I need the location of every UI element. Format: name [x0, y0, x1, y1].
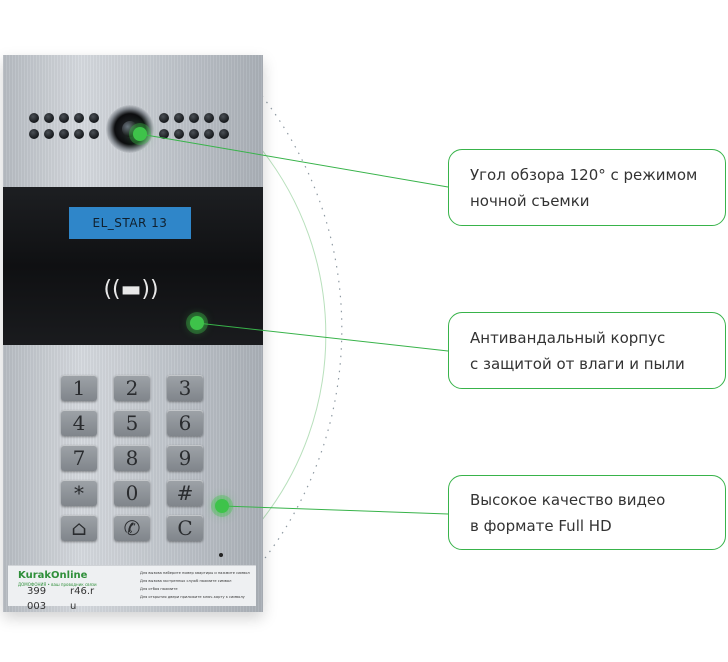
callout-text: Угол обзора 120° с режимом — [470, 165, 698, 184]
speaker-hole — [174, 113, 184, 123]
catalog-text: 003 — [27, 601, 47, 612]
speaker-hole — [189, 129, 199, 139]
speaker-hole — [204, 129, 214, 139]
instruction-line: Для открытия двери приложите ключ-карту … — [140, 595, 245, 599]
instruction-plate: KurakOnline ДОМОФОНИЯ • ваш проводник св… — [8, 565, 256, 606]
speaker-hole — [89, 113, 99, 123]
keypad-key[interactable]: # — [167, 480, 203, 506]
speaker-hole — [59, 129, 69, 139]
speaker-hole — [204, 113, 214, 123]
instruction-line: Для вызова наберите номер квартиры и наж… — [140, 571, 250, 575]
catalog-text: r46.r — [70, 586, 95, 597]
speaker-hole — [74, 113, 84, 123]
callout-text: с защитой от влаги и пыли — [470, 354, 685, 373]
keypad-key[interactable]: 7 — [61, 445, 97, 471]
brand-tagline: ДОМОФОНИЯ • ваш проводник связи — [18, 582, 97, 587]
speaker-hole — [74, 129, 84, 139]
speaker-hole — [29, 129, 39, 139]
keypad-key[interactable]: 2 — [114, 375, 150, 401]
speaker-hole — [89, 129, 99, 139]
camera-marker-dot — [133, 127, 147, 141]
callout-text: в формате Full HD — [470, 516, 612, 535]
rfid-reader-icon: ((▬)) — [103, 276, 159, 302]
callout-text: ночной съемки — [470, 191, 590, 210]
callout-text: Высокое качество видео — [470, 490, 666, 509]
speaker-hole — [159, 113, 169, 123]
speaker-hole — [29, 113, 39, 123]
keypad-key[interactable]: ⌂ — [61, 515, 97, 541]
microphone-hole — [219, 553, 223, 557]
speaker-hole — [44, 113, 54, 123]
keypad-key[interactable]: 9 — [167, 445, 203, 471]
callout-text: Антивандальный корпус — [470, 328, 666, 347]
callout-camera-angle: Угол обзора 120° с режимом ночной съемки — [448, 149, 726, 226]
speaker-hole — [189, 113, 199, 123]
instruction-text: Для вызова наберите номер квартиры и наж… — [140, 569, 250, 601]
camera-lens-housing — [106, 105, 154, 153]
speaker-hole — [219, 113, 229, 123]
keypad-key[interactable]: 5 — [114, 410, 150, 436]
display-band: EL_STAR 13 ((▬)) — [3, 187, 263, 345]
speaker-hole — [159, 129, 169, 139]
speaker-hole — [44, 129, 54, 139]
keypad-key[interactable]: 3 — [167, 375, 203, 401]
instruction-line: Для отбоя нажмите — [140, 587, 178, 591]
video-marker-dot — [215, 499, 229, 513]
brand-logo: KurakOnline — [18, 570, 88, 581]
speaker-hole — [59, 113, 69, 123]
instruction-line: Для вызова экстренных служб нажмите симв… — [140, 579, 232, 583]
catalog-text: 399 — [27, 586, 47, 597]
body-marker-dot — [190, 316, 204, 330]
keypad-key[interactable]: 8 — [114, 445, 150, 471]
speaker-hole — [219, 129, 229, 139]
keypad-key[interactable]: 0 — [114, 480, 150, 506]
catalog-text: u — [70, 601, 77, 612]
keypad-key[interactable]: 1 — [61, 375, 97, 401]
callout-video-quality: Высокое качество видео в формате Full HD — [448, 475, 726, 550]
keypad-key[interactable]: C — [167, 515, 203, 541]
speaker-hole — [174, 129, 184, 139]
keypad-key[interactable]: * — [61, 480, 97, 506]
lcd-display: EL_STAR 13 — [69, 207, 191, 239]
callout-vandal-proof: Антивандальный корпус с защитой от влаги… — [448, 312, 726, 389]
keypad-key[interactable]: 6 — [167, 410, 203, 436]
keypad-key[interactable]: ✆ — [114, 515, 150, 541]
keypad-key[interactable]: 4 — [61, 410, 97, 436]
